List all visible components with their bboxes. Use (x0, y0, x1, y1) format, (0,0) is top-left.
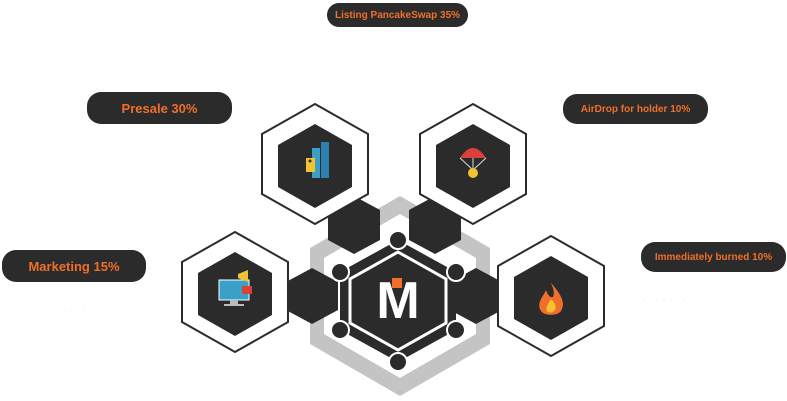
center-inner-outline (348, 250, 448, 352)
pill-marketing: Marketing 15% (2, 250, 146, 282)
logo-m-icon: M (376, 272, 419, 330)
connector-hexagon-left (286, 268, 338, 324)
burn-hexagon (497, 234, 605, 358)
faint-text-burn: · · · · · · · · (642, 294, 693, 306)
fire-icon (539, 283, 563, 315)
connector-hexagon-top-left (328, 196, 380, 254)
pill-label: Marketing 15% (28, 258, 120, 274)
price-tag-buildings-icon (306, 142, 329, 178)
monitor-megaphone-icon (218, 270, 252, 306)
pill-immediately-burned: Immediately burned 10% (641, 242, 786, 272)
pill-presale: Presale 30% (87, 92, 232, 124)
parachute-coin-icon (459, 148, 487, 178)
pill-airdrop: AirDrop for holder 10% (563, 94, 708, 124)
connector-hexagon-right (450, 268, 502, 324)
center-node-circles (330, 230, 466, 372)
center-dark-hexagon (340, 240, 456, 362)
pill-listing-pancakeswap: Listing PancakeSwap 35% (327, 3, 468, 27)
pill-label: Immediately burned 10% (654, 251, 773, 263)
pill-label: Listing PancakeSwap 35% (334, 9, 461, 21)
pill-label: Presale 30% (121, 100, 198, 116)
pill-label: AirDrop for holder 10% (580, 103, 691, 115)
faint-text-marketing: · · · · (62, 304, 86, 316)
